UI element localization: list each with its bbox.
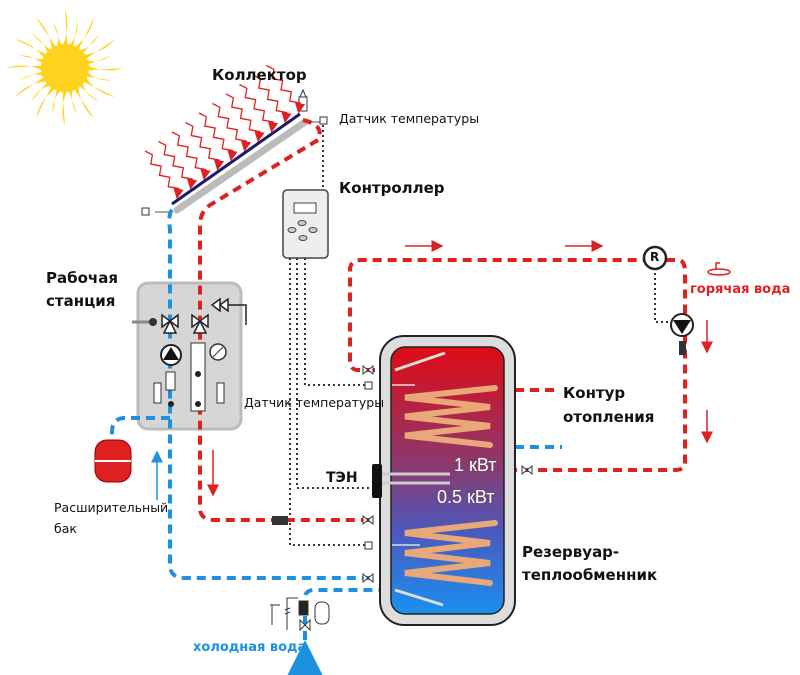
- tank-label-1: Резервуар-: [522, 543, 620, 561]
- temperature-sensor-icon: [364, 381, 373, 390]
- sun-ray: [31, 81, 52, 102]
- controller-label: Контроллер: [339, 179, 445, 197]
- recirc-symbol: R: [650, 250, 660, 264]
- sun-ray: [36, 85, 57, 119]
- expansion-label-2: бак: [54, 521, 77, 536]
- sun-icon: [7, 10, 123, 126]
- heat-ray: [158, 140, 198, 190]
- sun-disc: [41, 44, 89, 92]
- expansion-tank-icon: [94, 439, 132, 483]
- temperature-sensor-icon: [364, 541, 373, 550]
- hot-water-label: горячая вода: [690, 282, 791, 297]
- valve: [521, 464, 533, 476]
- controller-icon: [282, 189, 329, 259]
- heater-label: ТЭН: [326, 470, 358, 486]
- sun-ray: [62, 89, 68, 126]
- sun-ray: [18, 71, 45, 81]
- coil: [404, 520, 498, 586]
- check-valve-icon: [272, 516, 288, 525]
- hot-pipes: [198, 118, 687, 522]
- sun-ray: [82, 39, 116, 60]
- heat-ray: [198, 112, 238, 162]
- heat-ray: [212, 102, 252, 152]
- heat-exchanger-coils: [404, 385, 498, 586]
- sun-ray: [78, 34, 99, 55]
- heat-ray: [225, 93, 265, 143]
- sun-ray: [78, 81, 99, 102]
- temp-sensor-label-top: Датчик температуры: [339, 111, 480, 126]
- storage-tank: [379, 335, 516, 626]
- control-wires: [289, 125, 675, 546]
- heating-element-icon: [372, 464, 450, 498]
- heat-ray: [239, 83, 279, 133]
- cold-water-label: холодная вода: [193, 640, 307, 655]
- cold-pipes: [110, 208, 562, 655]
- heat-ray: [252, 74, 292, 124]
- sun-ray: [52, 21, 62, 48]
- valve-icon: [362, 364, 533, 584]
- sun-ray: [36, 17, 57, 51]
- heat-ray: [185, 121, 225, 171]
- sun-ray: [18, 55, 45, 65]
- safety-group: [270, 597, 330, 632]
- sun-ray: [52, 88, 62, 115]
- valve-icon: [161, 297, 247, 334]
- sun-ray: [14, 39, 48, 60]
- sun-ray: [82, 76, 116, 97]
- tank-label-2: теплообменник: [522, 566, 658, 584]
- valve: [362, 514, 374, 526]
- valve: [362, 364, 374, 376]
- valve: [362, 572, 374, 584]
- sun-rays: [144, 64, 306, 200]
- sun-ray: [85, 55, 112, 65]
- sun-ray: [73, 85, 94, 119]
- station-label-1: Рабочая: [46, 269, 118, 287]
- coil: [404, 385, 498, 448]
- heat-ray: [266, 64, 306, 114]
- sun-ray: [31, 34, 52, 55]
- heating-label-1: Контур: [563, 384, 626, 402]
- station-label-2: станция: [46, 292, 116, 310]
- heat-ray: [144, 150, 184, 200]
- pump-icon: [160, 344, 182, 366]
- sun-ray: [14, 76, 48, 97]
- sun-ray: [62, 10, 68, 47]
- temp-sensor-label-mid: Датчик температуры: [244, 395, 385, 410]
- sun-ray: [7, 65, 44, 71]
- temperature-sensor-icon: [141, 116, 328, 216]
- power-1-label: 1 кВт: [454, 455, 497, 475]
- expansion-label-1: Расширительный: [54, 500, 169, 515]
- tap-icon: [707, 262, 731, 276]
- flow-meter-icon: [165, 371, 176, 391]
- power-2-label: 0.5 кВт: [437, 487, 495, 507]
- pump-icon: [670, 313, 694, 355]
- sun-ray: [68, 88, 78, 115]
- heating-label-2: отопления: [563, 408, 655, 426]
- recirculation-sensor: [642, 245, 668, 271]
- sun-ray: [68, 21, 78, 48]
- sun-ray: [85, 71, 112, 81]
- sun-ray: [86, 65, 123, 71]
- collector-label: Коллектор: [212, 66, 307, 84]
- heat-ray: [171, 131, 211, 181]
- hot-flow-arrows: [207, 240, 713, 497]
- sun-ray: [73, 17, 94, 51]
